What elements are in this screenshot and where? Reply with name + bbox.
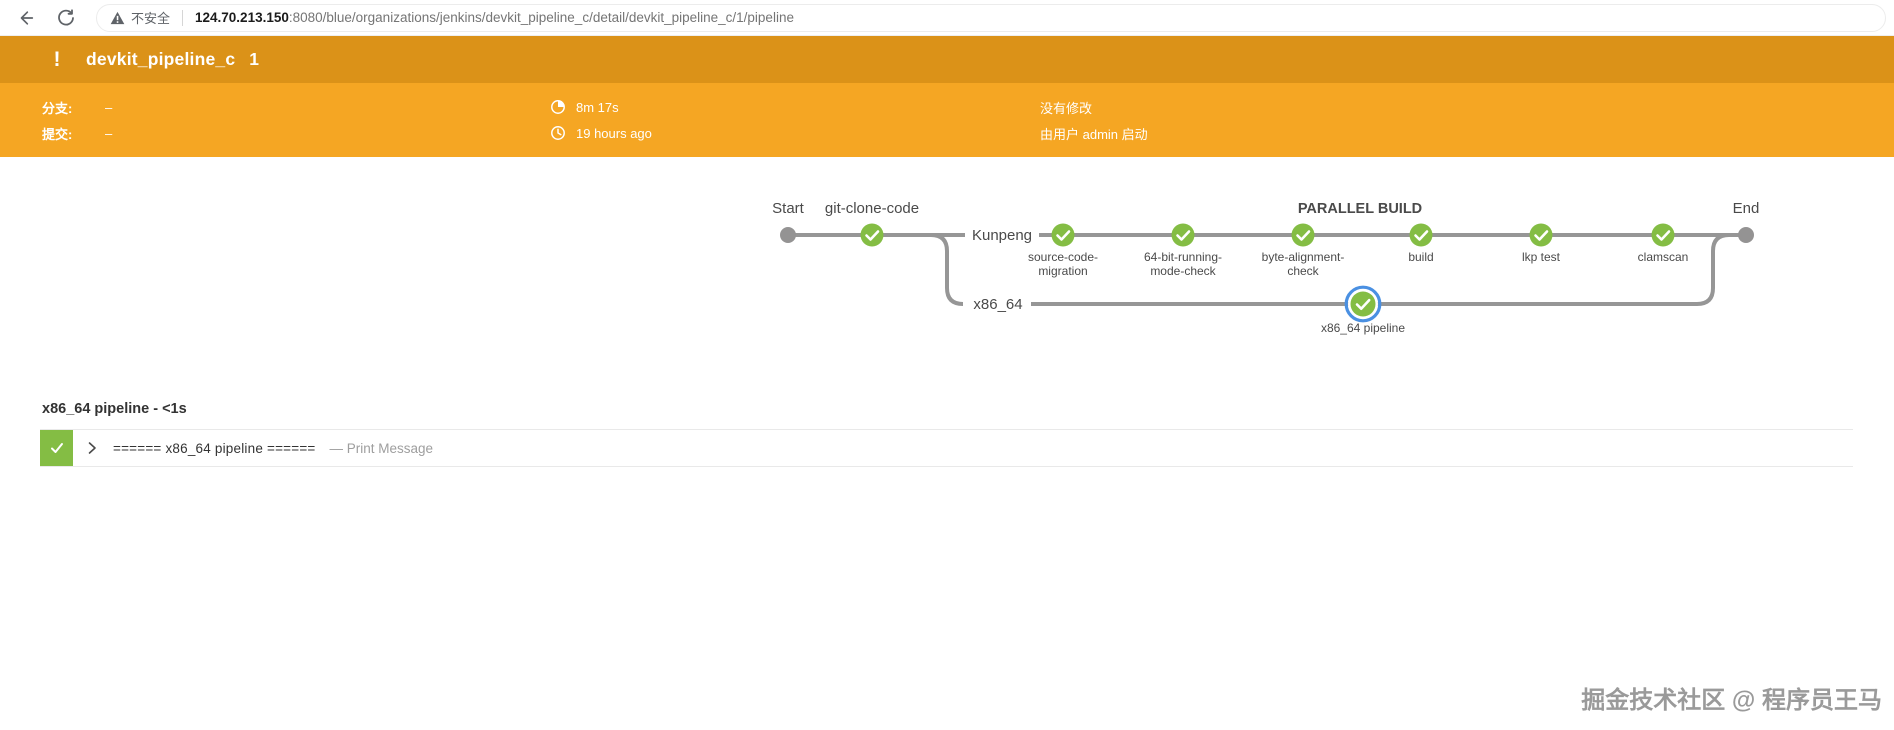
check-icon: [1056, 230, 1071, 241]
stage-node-byte-alignment-check[interactable]: byte-alignment- check: [1262, 223, 1345, 279]
back-icon[interactable]: [12, 6, 36, 30]
svg-text:64-bit-running-: 64-bit-running-: [1144, 250, 1222, 264]
stage-node-64-bit-running-mode-check[interactable]: 64-bit-running- mode-check: [1144, 223, 1222, 279]
commit-value: –: [105, 125, 113, 141]
browser-toolbar: 不安全 124.70.213.150:8080/blue/organizatio…: [0, 0, 1894, 36]
end-label: End: [1733, 200, 1760, 217]
stage-node-build[interactable]: build: [1408, 223, 1434, 265]
watermark-text: 掘金技术社区 @ 程序员王马: [1581, 687, 1882, 714]
pipeline-name[interactable]: devkit_pipeline_c: [86, 49, 236, 69]
check-icon: [1414, 230, 1429, 241]
check-icon: [1656, 230, 1671, 241]
step-type: — Print Message: [329, 440, 434, 456]
stage-node-lkp-test[interactable]: lkp test: [1522, 223, 1561, 265]
timing-column: 8m 17s 19 hours ago: [550, 83, 652, 157]
check-icon: [1355, 298, 1371, 310]
branch-label-x86-64: x86_64: [973, 296, 1022, 313]
cause-column: 没有修改 由用户 admin 启动: [1040, 83, 1148, 157]
svg-text:source-code-: source-code-: [1028, 250, 1098, 264]
first-stage-label: git-clone-code: [825, 200, 919, 217]
svg-text:x86_64 pipeline: x86_64 pipeline: [1321, 321, 1405, 335]
svg-text:byte-alignment-: byte-alignment-: [1262, 250, 1345, 264]
clock-icon: [550, 125, 566, 141]
started-by-row: 由用户 admin 启动: [1040, 124, 1148, 142]
step-success-badge: [40, 430, 73, 466]
commit-label: 提交:: [42, 126, 73, 142]
run-info-bar: 分支: – 提交: – 8m 17s 19 hours ago 没有修改 由用户…: [0, 83, 1894, 157]
stopwatch-icon: [550, 99, 566, 115]
pipeline-run-header: ! devkit_pipeline_c 1: [0, 36, 1894, 83]
not-secure-warning-icon[interactable]: [109, 10, 125, 26]
stage-node-x86-64-pipeline-selected[interactable]: x86_64 pipeline: [1321, 285, 1405, 335]
changes-value: 没有修改: [1040, 100, 1093, 116]
run-number: 1: [249, 49, 260, 69]
svg-text:check: check: [1287, 264, 1319, 278]
branch-commit-column: 分支: – 提交: –: [42, 83, 112, 157]
svg-text:migration: migration: [1038, 264, 1087, 278]
started-by-value: 由用户 admin 启动: [1040, 126, 1148, 142]
selected-ring: [1344, 285, 1382, 323]
url-path: :8080/blue/organizations/jenkins/devkit_…: [288, 10, 794, 25]
time-ago-value: 19 hours ago: [576, 125, 652, 141]
pipeline-graph: Start git-clone-code PARALLEL BUILD End …: [0, 160, 1894, 370]
svg-text:mode-check: mode-check: [1150, 264, 1216, 278]
step-message: ====== x86_64 pipeline ======: [113, 440, 316, 456]
edge-x86-row: [1031, 233, 1730, 306]
selected-stage-heading: x86_64 pipeline - <1s: [42, 401, 187, 417]
check-icon: [1176, 230, 1191, 241]
svg-text:clamscan: clamscan: [1638, 250, 1689, 264]
url-host: 124.70.213.150: [195, 10, 289, 25]
check-icon: [1534, 230, 1549, 241]
stage-node-clamscan[interactable]: clamscan: [1638, 223, 1689, 265]
time-ago-row: 19 hours ago: [550, 124, 652, 142]
branch-row: 分支: –: [42, 98, 112, 116]
stage-node-git-clone-code[interactable]: [860, 223, 884, 247]
svg-text:build: build: [1408, 250, 1433, 264]
start-node[interactable]: [780, 227, 796, 243]
address-bar[interactable]: 不安全 124.70.213.150:8080/blue/organizatio…: [96, 3, 1886, 32]
stage-node-source-code-migration[interactable]: source-code- migration: [1028, 223, 1098, 279]
address-divider: [182, 9, 184, 26]
start-label: Start: [772, 200, 805, 217]
check-icon: [1296, 230, 1311, 241]
chevron-right-icon[interactable]: [87, 441, 97, 455]
branch-value: –: [105, 99, 113, 115]
duration-value: 8m 17s: [576, 99, 619, 115]
step-row-body: ====== x86_64 pipeline ====== — Print Me…: [73, 430, 433, 466]
parallel-build-label: PARALLEL BUILD: [1298, 201, 1422, 217]
branch-label: 分支:: [42, 100, 73, 116]
check-icon: [865, 230, 880, 241]
log-step-row[interactable]: ====== x86_64 pipeline ====== — Print Me…: [40, 429, 1853, 467]
commit-row: 提交: –: [42, 124, 112, 142]
not-secure-label[interactable]: 不安全: [131, 11, 171, 26]
end-node[interactable]: [1738, 227, 1754, 243]
branch-label-kunpeng: Kunpeng: [972, 227, 1032, 244]
edge-branch-down: [930, 233, 964, 306]
changes-row: 没有修改: [1040, 98, 1148, 116]
status-exclamation-icon: !: [53, 47, 61, 71]
url-text[interactable]: 124.70.213.150:8080/blue/organizations/j…: [195, 10, 794, 25]
svg-text:lkp test: lkp test: [1522, 250, 1561, 264]
duration-row: 8m 17s: [550, 98, 652, 116]
reload-icon[interactable]: [54, 6, 78, 30]
